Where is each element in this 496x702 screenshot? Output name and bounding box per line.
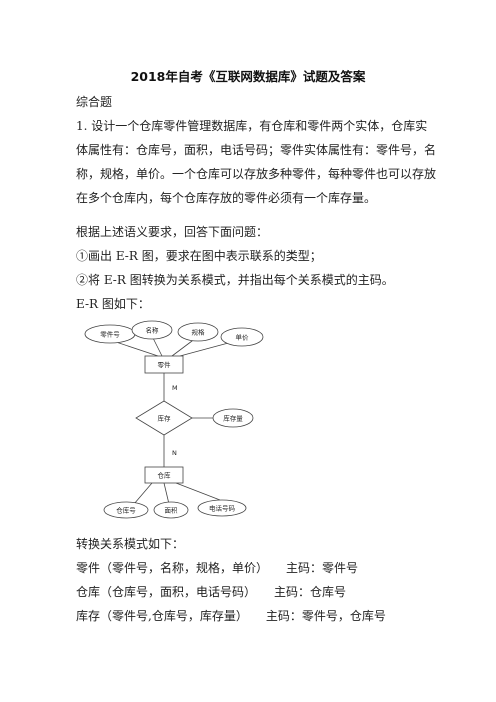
task-2: ②将 E-R 图转换为关系模式，并指出每个关系模式的主码。 — [76, 273, 394, 287]
attr-spec-ellipse — [177, 322, 219, 342]
entity-warehouse-box — [144, 466, 184, 484]
relation-row: 零件（零件号，名称，规格，单价） 主码：零件号 — [76, 560, 358, 576]
task-1: ①画出 E-R 图，要求在图中表示联系的类型； — [76, 249, 322, 263]
attr-spec-label: 规格 — [192, 328, 206, 337]
relation-schema: 仓库（仓库号，面积，电话号码） — [76, 585, 257, 599]
attr-stock-label: 库存量 — [223, 414, 243, 423]
relation-key: 主码：零件号，仓库号 — [265, 609, 386, 623]
relation-schema: 零件（零件号，名称，规格，单价） — [76, 561, 269, 575]
section-heading: 综合题 — [76, 95, 113, 109]
attr-phone-ellipse — [197, 499, 247, 517]
question-line: 在多个仓库内，每个仓库存放的零件必须有一个库存量。 — [76, 191, 377, 205]
cardinality-m: M — [172, 384, 178, 392]
attr-name-label: 名称 — [146, 326, 160, 335]
attr-stock-ellipse — [212, 408, 254, 428]
prompt-text: 根据上述语义要求，回答下面问题： — [76, 225, 269, 239]
attr-wh-no-ellipse — [103, 501, 149, 519]
relation-row: 库存（零件号,仓库号，库存量） 主码：零件号，仓库号 — [76, 608, 386, 624]
er-edge — [179, 341, 233, 357]
attr-name-ellipse — [131, 320, 173, 340]
entity-warehouse-label: 仓库 — [158, 471, 172, 480]
question-line: 体属性有：仓库号，面积，电话号码；零件实体属性有：零件号，名 — [76, 143, 437, 157]
question-paragraph: 1. 设计一个仓库零件管理数据库，有仓库和零件两个实体，仓库实 体属性有：仓库号… — [76, 114, 437, 210]
relation-key: 主码：零件号 — [286, 561, 359, 575]
er-edge — [163, 482, 170, 505]
question-line: 称，规格，单价。一个仓库可以存放多种零件，每种零件也可以存放 — [76, 167, 437, 181]
relation-key: 主码：仓库号 — [274, 585, 347, 599]
attr-phone-label: 电话号码 — [209, 504, 236, 513]
attr-area-label: 面积 — [165, 506, 179, 515]
relation-row: 仓库（仓库号，面积，电话号码） 主码：仓库号 — [76, 584, 346, 600]
attr-price-label: 单价 — [236, 333, 250, 342]
attr-part-no-label: 零件号 — [100, 330, 120, 339]
attr-wh-no-label: 仓库号 — [116, 506, 136, 515]
er-edge — [175, 482, 221, 501]
relation-schema: 库存（零件号,仓库号，库存量） — [76, 609, 248, 623]
entity-part-box — [144, 355, 184, 374]
entity-part-label: 零件 — [158, 360, 172, 369]
question-line: 1. 设计一个仓库零件管理数据库，有仓库和零件两个实体，仓库实 — [76, 119, 428, 133]
er-edge — [133, 482, 153, 505]
relation-diamond — [135, 400, 193, 436]
attr-area-ellipse — [153, 501, 189, 519]
relation-label: 库存 — [158, 414, 172, 423]
cardinality-n: N — [172, 449, 177, 457]
er-caption: E-R 图如下： — [76, 297, 150, 311]
convert-caption: 转换关系模式如下： — [76, 537, 185, 551]
page-title: 2018年自考《互联网数据库》试题及答案 — [130, 69, 366, 84]
attr-price-ellipse — [220, 327, 264, 347]
